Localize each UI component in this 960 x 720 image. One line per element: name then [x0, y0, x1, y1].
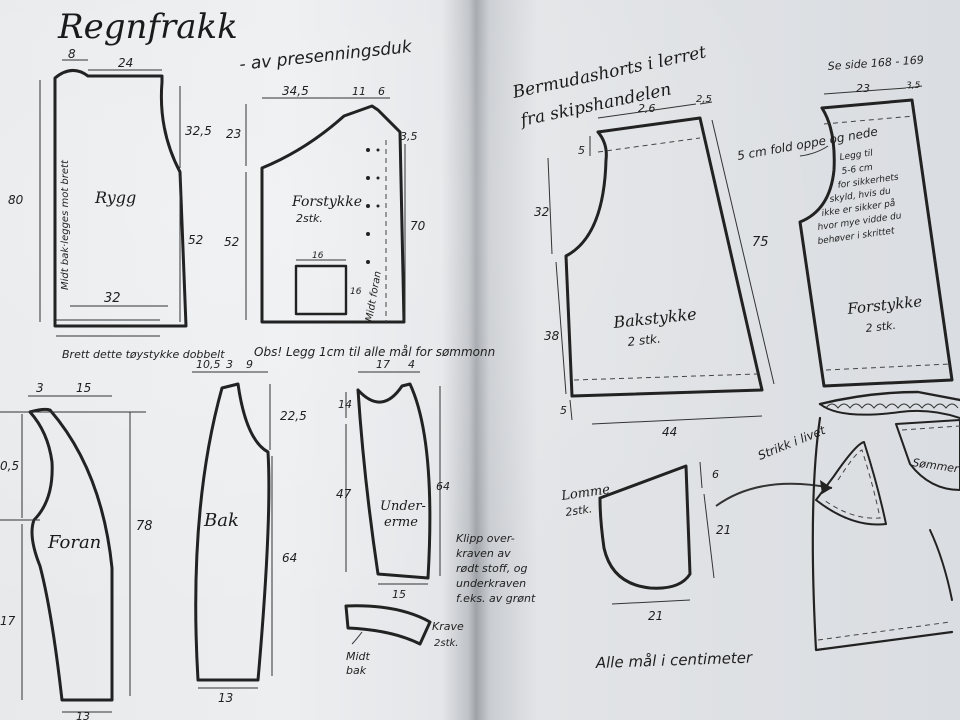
shorts-forstykke-dim-top: 23: [856, 82, 870, 95]
foran-dim-top-a: 3: [36, 381, 44, 395]
bak-dim-bottom: 13: [218, 691, 233, 705]
bak-dim-right-top: 22,5: [280, 409, 307, 423]
foran-dim-bottom: 13: [76, 710, 90, 720]
bakstykke-dim-top: 2,6: [638, 102, 656, 115]
svg-text:kraven av: kraven av: [456, 547, 511, 560]
krave-mid-label: Midt: [346, 650, 371, 663]
forstykke-dim-right-top: 3,5: [400, 130, 418, 143]
underarm-dim-right: 64: [436, 480, 450, 493]
svg-text:5-6 cm: 5-6 cm: [841, 163, 874, 177]
foran-dim-top-b: 15: [76, 381, 91, 395]
foran-dim-right: 78: [136, 519, 153, 534]
svg-text:Klipp over-: Klipp over-: [456, 532, 515, 545]
rygg-dim-side-bottom: 52: [188, 233, 203, 247]
bakstykke-dim-left-bottom: 38: [544, 329, 560, 343]
obs-note: Obs! Legg 1cm til alle mål for sømmonn: [254, 345, 495, 359]
underarm-dim-top-b: 4: [408, 358, 415, 371]
shorts-forstykke-pattern: [798, 85, 954, 388]
forstykke-dim-top-mid: 11: [352, 85, 366, 98]
svg-text:rødt stoff, og: rødt stoff, og: [456, 562, 527, 575]
underarm-dim-bottom: 15: [392, 588, 406, 601]
rygg-dim-top-left: 8: [68, 47, 76, 61]
krave-pattern: [344, 604, 432, 646]
forstykke-dim-left-bottom: 52: [224, 235, 239, 249]
forstykke-pattern: [245, 97, 406, 324]
bak-dim-top-a: 10,5: [196, 358, 221, 371]
rygg-dim-top-width: 24: [118, 56, 133, 70]
foran-dim-left-a: 0,5: [0, 459, 19, 473]
forstykke-buttons: [366, 148, 380, 264]
shorts-illustration: [811, 390, 960, 652]
lomme-label: Lomme: [559, 482, 611, 504]
underarm-pattern: [345, 371, 441, 585]
forstykke-dim-left-top: 23: [226, 127, 241, 141]
shorts-forstykke-label: Forstykke: [846, 292, 924, 318]
shorts-forstykke-note: Legg til 5-6 cm for sikkerhets skyld, hv…: [817, 148, 903, 247]
rygg-pattern: [39, 59, 188, 337]
see-note: Se side 168 - 169: [827, 53, 924, 73]
rygg-fold-label: Midt bak·legges mot brett: [60, 159, 71, 290]
krave-label: Krave: [432, 620, 464, 633]
bakstykke-dim-top-b: 2,5: [696, 94, 712, 105]
bakstykke-dim-left-foot: 5: [560, 404, 567, 417]
bak-dim-top-c: 9: [246, 358, 253, 371]
bakstykke-pattern: [547, 101, 775, 425]
rygg-dim-height: 80: [8, 193, 24, 207]
forstykke-count: 2stk.: [296, 212, 323, 225]
forstykke-dim-top: 34,5: [282, 84, 309, 98]
rygg-label: Rygg: [94, 188, 136, 207]
svg-text:f.eks. av grønt: f.eks. av grønt: [456, 592, 536, 605]
krave-count: 2stk.: [434, 638, 458, 649]
forstykke-dim-top-right: 6: [378, 85, 385, 98]
footer-note: Alle mål i centimeter: [595, 649, 754, 673]
underarm-dim-left-b: 47: [336, 487, 352, 501]
lomme-dim-bottom: 21: [648, 609, 663, 623]
bak-pattern: [192, 371, 273, 689]
lomme-count: 2stk.: [565, 502, 593, 519]
foran-label: Foran: [47, 532, 101, 553]
fold-note-arrow: [799, 145, 829, 157]
forstykke-front-label: Midt foran: [364, 270, 384, 322]
clip-note: Klipp over- kraven av rødt stoff, og und…: [456, 532, 536, 605]
lomme-dim-side: 21: [716, 523, 731, 537]
bakstykke-label: Bakstykke: [611, 304, 697, 332]
underarm-label-2: erme: [384, 515, 418, 530]
underarm-label-1: Under-: [380, 499, 426, 514]
arrow-to-pocket: [715, 482, 833, 507]
page-title-regnfrakk: Regnfrakk: [57, 7, 238, 47]
bakstykke-dim-bottom: 44: [662, 425, 677, 439]
page-subtitle: - av presenningsduk: [238, 37, 413, 75]
rygg-dim-bottom: 32: [104, 291, 121, 306]
fold-note: Brett dette tøystykke dobbelt: [62, 348, 225, 361]
lomme-dim-top: 6: [712, 468, 719, 481]
bakstykke-dim-right: 75: [752, 235, 769, 250]
svg-text:Legg til: Legg til: [839, 148, 874, 163]
bak-dim-right-bottom: 64: [282, 551, 297, 565]
foran-pattern: [0, 395, 146, 713]
bakstykke-count: 2 stk.: [627, 332, 661, 349]
pocket-dim-height: 16: [350, 287, 362, 297]
bakstykke-dim-left-top: 5: [578, 144, 585, 157]
forstykke-dim-right: 70: [410, 219, 426, 233]
lomme-pattern: [598, 461, 715, 605]
krave-mid-label-2: bak: [346, 664, 367, 677]
svg-text:underkraven: underkraven: [456, 577, 526, 590]
bak-dim-top-b: 3: [226, 358, 233, 371]
bak-label: Bak: [203, 510, 239, 531]
shorts-forstykke-count: 2 stk.: [865, 319, 897, 335]
bakstykke-dim-left-mid: 32: [534, 205, 549, 219]
foran-dim-left-b: 17: [0, 614, 16, 628]
shorts-forstykke-dim-top-b: 3,5: [906, 81, 921, 91]
underarm-dim-top-a: 17: [376, 358, 390, 371]
underarm-dim-left-a: 14: [338, 398, 352, 411]
rygg-dim-side-top: 32,5: [185, 124, 212, 138]
pocket-dim-width: 16: [312, 251, 324, 261]
forstykke-label: Forstykke: [291, 194, 362, 210]
